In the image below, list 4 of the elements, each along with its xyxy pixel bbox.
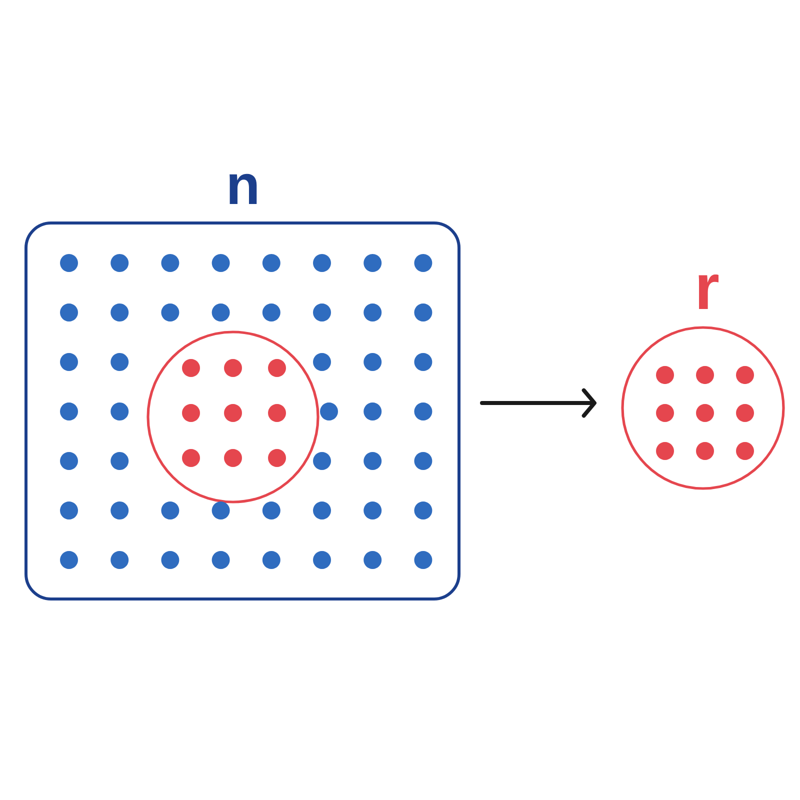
circle [146,330,320,504]
letter-label: n [230,174,257,204]
arrow [480,388,596,418]
letter-label: r [698,274,718,309]
